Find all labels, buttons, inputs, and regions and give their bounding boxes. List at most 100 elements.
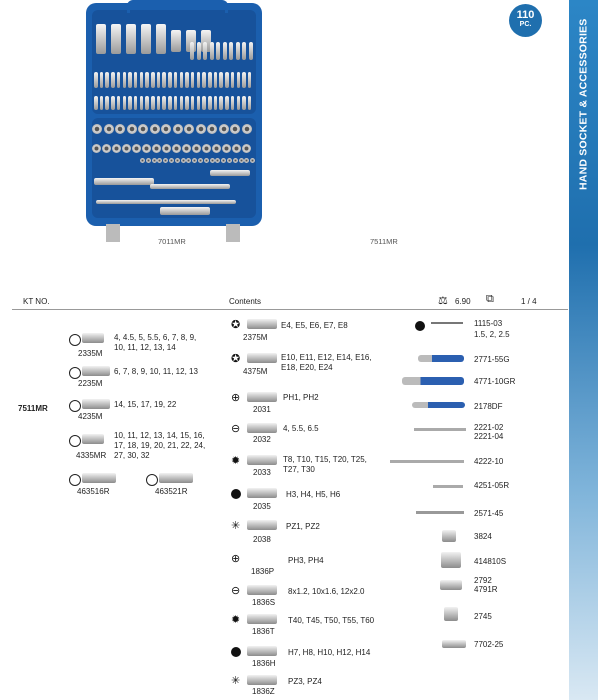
bit <box>202 96 206 110</box>
bit <box>133 72 138 88</box>
hex-key-image <box>431 322 463 324</box>
bit <box>247 72 252 88</box>
item-code: 2745 <box>474 612 492 621</box>
box-icon: ⧉ <box>486 293 494 305</box>
phillips-icon: ⊕ <box>231 553 241 565</box>
item-code: 2031 <box>253 405 271 414</box>
extension-bar <box>150 184 230 189</box>
item-code: 414810S <box>474 557 507 566</box>
hex-icon <box>231 647 241 657</box>
item-code: 2035 <box>253 502 271 511</box>
pozidriv-icon: ✳ <box>231 520 241 532</box>
item-code: 2235M <box>78 379 103 388</box>
socket <box>140 158 145 163</box>
item-sizes: 8x1.2, 10x1.6, 12x2.0 <box>288 587 365 596</box>
socket <box>92 124 102 134</box>
bit <box>179 96 183 110</box>
item-code: 1836H <box>252 659 276 668</box>
socket <box>126 124 137 134</box>
bit-image <box>247 614 277 624</box>
item-sizes: 10, 11, 12, 13, 14, 15, 16, 17, 18, 19, … <box>114 431 206 460</box>
item-code: 4222-10 <box>474 457 504 466</box>
universal-joint-image <box>444 607 458 621</box>
socket <box>212 144 221 153</box>
socket <box>230 124 240 134</box>
case-handle <box>127 0 228 13</box>
bit <box>242 72 246 88</box>
case-latch <box>106 224 120 242</box>
spinner-handle <box>160 207 210 215</box>
bit <box>173 72 178 88</box>
item-code: 1836S <box>252 598 276 607</box>
socket-image <box>82 366 110 376</box>
socket-image <box>82 333 104 343</box>
bit <box>222 42 227 60</box>
item-code: 463516R <box>77 487 110 496</box>
item-sizes: E10, E11, E12, E14, E16, E18, E20, E24 <box>281 353 372 372</box>
socket <box>250 158 256 163</box>
socket <box>207 124 217 134</box>
pack-value: 1 / 4 <box>521 297 537 306</box>
bit <box>128 96 132 110</box>
bit <box>94 96 98 110</box>
bit-image <box>247 646 277 656</box>
item-code: 2178DF <box>474 402 503 411</box>
item-code: 2038 <box>253 535 271 544</box>
item-sizes: 4, 5.5, 6.5 <box>283 424 319 433</box>
socket <box>138 124 148 134</box>
socket-6pt-icon <box>69 400 81 412</box>
item-code: 1836Z <box>252 687 275 696</box>
bit <box>196 72 201 88</box>
slotted-icon: ⊖ <box>231 585 241 597</box>
socket-6pt-icon <box>69 435 81 447</box>
socket <box>145 158 151 163</box>
socket-image <box>82 434 104 444</box>
item-code: 2375M <box>243 333 268 342</box>
bit <box>213 72 218 88</box>
torx-icon: ✹ <box>231 614 241 626</box>
hex-key-icon <box>415 321 425 331</box>
bit <box>236 72 240 88</box>
socket <box>112 144 121 153</box>
bit <box>208 96 212 110</box>
extension-bar-image <box>433 485 463 488</box>
socket <box>203 158 209 163</box>
socket <box>157 158 163 163</box>
item-sizes: T8, T10, T15, T20, T25, T27, T30 <box>283 455 367 474</box>
item-code: 2221-02 2221-04 <box>474 423 504 441</box>
socket <box>151 158 157 163</box>
deep-socket <box>126 24 136 54</box>
socket <box>232 144 241 153</box>
bit-socket-image <box>247 488 277 498</box>
torx-socket-image <box>247 353 277 363</box>
adapter-image <box>442 530 456 542</box>
item-code: 2335M <box>78 349 103 358</box>
item-code: 4771-10GR <box>474 377 516 386</box>
socket <box>238 158 244 163</box>
extension-bar <box>96 200 236 204</box>
deep-socket <box>156 24 166 54</box>
contents-header: Contents <box>229 297 262 306</box>
bit <box>208 72 212 88</box>
image-label-left: 7011MR <box>158 237 186 246</box>
bit <box>190 72 195 88</box>
socket <box>174 158 180 163</box>
bit-socket-image <box>247 455 277 465</box>
bit <box>190 96 195 110</box>
bit <box>219 72 223 88</box>
bit <box>230 72 235 88</box>
kt-number: 7511MR <box>18 404 48 413</box>
socket <box>215 158 221 163</box>
bit <box>156 96 161 110</box>
socket <box>184 124 194 134</box>
item-code: 1115-03 1.5, 2, 2.5 <box>474 319 510 339</box>
socket <box>169 158 174 163</box>
bit <box>105 96 109 110</box>
item-code: 7702-25 <box>474 640 504 649</box>
socket <box>115 124 125 134</box>
socket <box>172 144 181 153</box>
bit <box>225 72 229 88</box>
socket <box>132 144 141 153</box>
socket <box>241 124 252 134</box>
item-code: 4251-05R <box>474 481 510 490</box>
